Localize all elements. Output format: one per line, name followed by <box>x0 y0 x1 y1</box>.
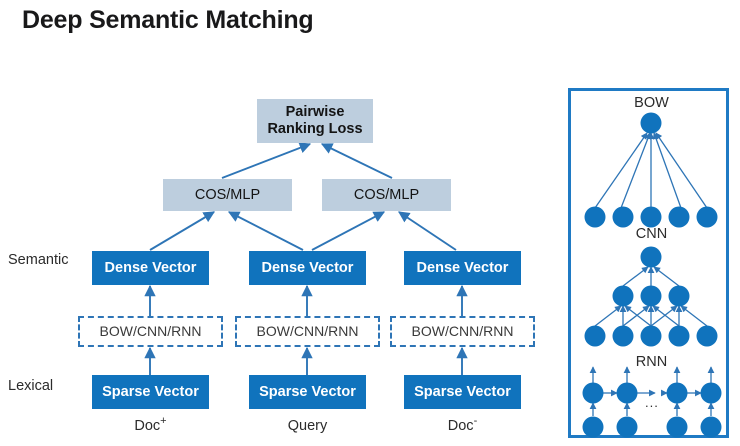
loss-line-1: Pairwise <box>285 104 345 121</box>
sparse-vector-box-doc-pos: Sparse Vector <box>92 375 209 409</box>
row-label-lexical: Lexical <box>8 378 54 394</box>
cos-mlp-box-right: COS/MLP <box>322 179 451 211</box>
architecture-panel: BOW CNN RNN ... <box>568 88 729 438</box>
loss-line-2: Ranking Loss <box>267 121 363 137</box>
caption-sup-doc-neg: - <box>473 415 478 427</box>
panel-label-cnn: CNN <box>635 226 668 242</box>
caption-text-doc-neg: Doc <box>447 417 474 434</box>
column-caption-query: Query <box>249 415 366 434</box>
dense-vector-box-doc-pos: Dense Vector <box>92 251 209 285</box>
panel-label-bow: BOW <box>634 95 669 111</box>
encoder-box-query: BOW/CNN/RNN <box>235 316 380 347</box>
encoder-box-doc-pos: BOW/CNN/RNN <box>78 316 223 347</box>
caption-text-doc-pos: Doc <box>134 417 161 434</box>
dense-vector-box-doc-neg: Dense Vector <box>404 251 521 285</box>
row-label-semantic: Semantic <box>8 252 69 268</box>
rnn-ellipsis: ... <box>645 395 659 410</box>
panel-label-rnn: RNN <box>635 354 668 370</box>
encoder-box-doc-neg: BOW/CNN/RNN <box>390 316 535 347</box>
panel-network-graphics <box>582 112 722 438</box>
cos-mlp-box-left: COS/MLP <box>163 179 292 211</box>
column-caption-doc-neg: Doc- <box>404 415 521 434</box>
pairwise-ranking-loss-box: Pairwise Ranking Loss <box>257 99 373 143</box>
caption-text-query: Query <box>287 417 328 434</box>
caption-sup-doc-pos: + <box>160 415 167 427</box>
sparse-vector-box-doc-neg: Sparse Vector <box>404 375 521 409</box>
column-caption-doc-pos: Doc+ <box>92 415 209 434</box>
page-title: Deep Semantic Matching <box>22 6 314 34</box>
dense-vector-box-query: Dense Vector <box>249 251 366 285</box>
sparse-vector-box-query: Sparse Vector <box>249 375 366 409</box>
